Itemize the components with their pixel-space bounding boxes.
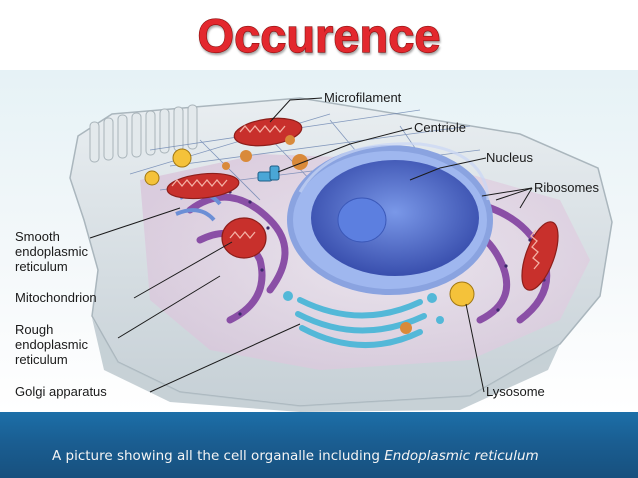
label-nucleus: Nucleus <box>486 150 533 165</box>
golgi-vesicles <box>283 291 444 324</box>
animal-cell-diagram: Microfilament Centriole Nucleus Ribosome… <box>0 70 638 412</box>
nucleolus <box>337 197 387 243</box>
golgi-apparatus <box>295 297 427 348</box>
label-rough-er-line1: Rough <box>15 322 53 337</box>
label-lysosome: Lysosome <box>486 384 545 399</box>
slide-title: Occurence <box>197 8 441 62</box>
microvilli <box>89 104 198 163</box>
centriole <box>257 165 280 182</box>
label-smooth-er-line2: endoplasmic <box>15 244 88 259</box>
vesicles <box>222 135 412 334</box>
lysosome <box>144 148 475 307</box>
label-rough-er-line3: reticulum <box>15 352 68 367</box>
caption: A picture showing all the cell organalle… <box>52 448 539 464</box>
slide-title-text: Occurence <box>198 9 441 62</box>
label-microfilament: Microfilament <box>324 90 402 105</box>
label-rough-er-line2: endoplasmic <box>15 337 88 352</box>
leader-lines <box>89 97 533 393</box>
label-mitochondrion: Mitochondrion <box>15 290 97 305</box>
label-smooth-er-line3: reticulum <box>15 259 68 274</box>
mitochondrion <box>166 117 559 291</box>
label-ribosomes: Ribosomes <box>534 180 600 195</box>
label-centriole: Centriole <box>414 120 466 135</box>
mitochondrion-cristae <box>171 124 540 270</box>
caption-bar: A picture showing all the cell organalle… <box>0 412 638 478</box>
label-golgi-apparatus: Golgi apparatus <box>15 384 107 399</box>
nucleus <box>287 142 493 295</box>
label-smooth-er-line1: Smooth <box>15 229 60 244</box>
caption-emphasis: Endoplasmic reticulum <box>384 448 539 464</box>
caption-text: A picture showing all the cell organalle… <box>52 448 385 464</box>
